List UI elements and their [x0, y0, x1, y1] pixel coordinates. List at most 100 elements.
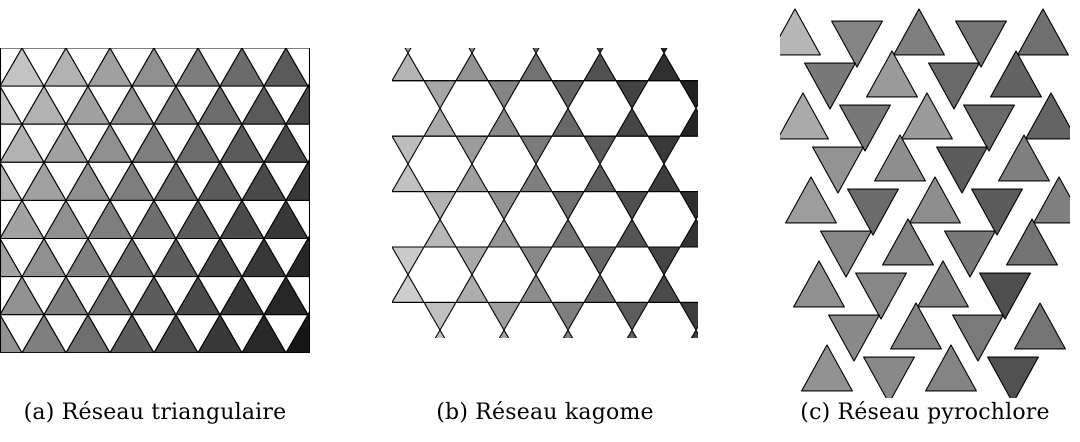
caption-triangular: (a) Réseau triangulaire	[23, 400, 287, 425]
triangle-down	[285, 123, 310, 163]
kagome-triangle-down	[404, 48, 412, 54]
kagome-triangle-down	[487, 80, 521, 109]
kagome-triangle-down	[519, 135, 553, 165]
kagome-triangle-down	[455, 135, 489, 165]
kagome-triangle-down	[615, 301, 649, 331]
tetrahedron-face	[804, 62, 856, 110]
kagome-triangle-up	[690, 329, 698, 338]
kagome-triangle-down	[660, 48, 668, 54]
kagome-triangle-down	[679, 80, 698, 109]
tetrahedron-face	[866, 50, 918, 98]
kagome-triangle-down	[551, 80, 585, 109]
kagome-triangle-down	[532, 48, 540, 54]
kagome-triangle-up	[423, 218, 457, 248]
kagome-triangle-up	[615, 107, 649, 137]
tetrahedron-face	[979, 272, 1031, 320]
kagome-lattice-group	[392, 48, 698, 338]
kagome-triangle-down	[551, 191, 585, 220]
kagome-triangle-down	[392, 135, 425, 165]
tetrahedron-face	[863, 356, 915, 398]
kagome-triangle-up	[455, 52, 489, 82]
tetrahedron-face	[855, 272, 907, 320]
kagome-triangle-down	[583, 135, 617, 165]
kagome-triangle-down	[615, 191, 649, 220]
tetrahedron-face	[828, 314, 880, 362]
kagome-triangle-down	[392, 246, 425, 276]
tetrahedron-face	[874, 134, 926, 182]
kagome-triangle-up	[626, 329, 638, 338]
tetrahedron-face	[925, 344, 977, 392]
tetrahedron-face	[901, 92, 953, 140]
triangular-lattice-drawing	[0, 48, 310, 353]
tetrahedron-face	[917, 260, 969, 308]
tetrahedron-face	[890, 302, 942, 350]
tetrahedron-face	[1017, 8, 1069, 56]
kagome-triangle-down	[551, 301, 585, 331]
tetrahedron-face	[928, 62, 980, 110]
kagome-triangle-down	[423, 191, 457, 220]
pyrochlore-lattice-drawing	[780, 8, 1070, 398]
tetrahedron-face	[831, 20, 883, 68]
tetrahedron-face	[882, 218, 934, 266]
kagome-triangle-down	[487, 301, 521, 331]
kagome-triangle-down	[679, 191, 698, 220]
kagome-triangle-up	[487, 218, 521, 248]
tetrahedron-face	[780, 92, 829, 140]
tetrahedron-face	[987, 356, 1039, 398]
kagome-triangle-up	[434, 329, 446, 338]
kagome-triangle-up	[487, 107, 521, 137]
kagome-triangle-down	[468, 48, 476, 54]
kagome-triangle-down	[519, 246, 553, 276]
tetrahedron-face	[944, 230, 996, 278]
tetrahedron-face	[1014, 302, 1066, 350]
kagome-triangle-up	[551, 218, 585, 248]
kagome-triangle-up	[423, 107, 457, 137]
triangle-down	[285, 276, 310, 316]
caption-kagome: (b) Réseau kagome	[436, 400, 654, 425]
kagome-triangle-up	[392, 163, 425, 193]
kagome-triangle-up	[583, 52, 617, 82]
kagome-triangle-up	[392, 52, 425, 82]
triangle-down	[285, 199, 310, 240]
tetrahedron-face	[955, 20, 1007, 68]
kagome-triangle-up	[583, 274, 617, 303]
kagome-triangle-down	[679, 301, 698, 331]
kagome-triangle-up	[519, 274, 553, 303]
kagome-triangle-up	[455, 163, 489, 193]
tetrahedron-face	[785, 176, 837, 224]
kagome-triangle-up	[455, 274, 489, 303]
kagome-lattice-panel	[392, 48, 698, 338]
kagome-triangle-down	[647, 135, 681, 165]
kagome-triangle-down	[455, 246, 489, 276]
kagome-triangle-up	[498, 329, 510, 338]
kagome-triangle-down	[423, 80, 457, 109]
kagome-triangle-up	[519, 163, 553, 193]
kagome-triangle-down	[615, 80, 649, 109]
kagome-triangle-down	[647, 246, 681, 276]
tetrahedron-face	[909, 176, 961, 224]
tetrahedron-face	[893, 8, 945, 56]
kagome-triangle-up	[551, 107, 585, 137]
kagome-triangle-up	[583, 163, 617, 193]
tetrahedron-face	[1006, 218, 1058, 266]
kagome-triangle-up	[519, 52, 553, 82]
triangle-down	[285, 48, 310, 87]
tetrahedron-face	[780, 8, 821, 56]
kagome-triangle-up	[392, 274, 425, 303]
kagome-triangle-up	[647, 274, 681, 303]
pyrochlore-lattice-group	[780, 8, 1070, 398]
pyrochlore-lattice-panel	[780, 8, 1070, 398]
kagome-triangle-down	[596, 48, 604, 54]
kagome-triangle-down	[487, 191, 521, 220]
triangular-lattice-group	[0, 48, 310, 353]
kagome-triangle-up	[615, 218, 649, 248]
tetrahedron-face	[793, 260, 845, 308]
triangular-lattice-panel	[0, 48, 310, 353]
tetrahedron-face	[812, 146, 864, 194]
tetrahedron-face	[963, 104, 1015, 152]
kagome-triangle-up	[679, 218, 698, 248]
tetrahedron-face	[990, 50, 1042, 98]
kagome-triangle-up	[679, 107, 698, 137]
tetrahedron-face	[936, 146, 988, 194]
tetrahedron-face	[1033, 176, 1070, 224]
